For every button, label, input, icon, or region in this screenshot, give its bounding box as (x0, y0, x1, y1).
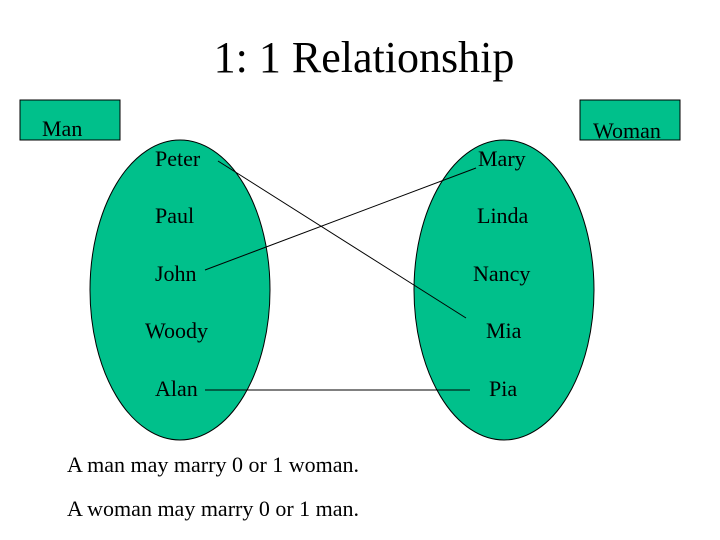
woman-name: Pia (489, 376, 517, 401)
relationship-lines (204, 160, 477, 391)
man-name: Paul (155, 203, 194, 228)
woman-label: Woman (593, 118, 661, 143)
man-name: Woody (145, 318, 208, 343)
man-name: Peter (155, 146, 201, 171)
woman-name: Linda (477, 203, 529, 228)
man-set-ellipse (89, 139, 271, 441)
man-label: Man (42, 116, 82, 141)
woman-name: Nancy (473, 261, 530, 286)
woman-name: Mia (486, 318, 522, 343)
man-name: Alan (155, 376, 198, 401)
man-label-box (19, 99, 121, 141)
rule-note: A man may marry 0 or 1 woman. (67, 452, 359, 477)
woman-label-box (579, 99, 681, 141)
man-name: John (155, 261, 197, 286)
relationship-line (204, 167, 477, 271)
page-title: 1: 1 Relationship (214, 33, 515, 82)
woman-name: Mary (478, 146, 526, 171)
woman-set-ellipse (413, 139, 595, 441)
rule-note: A woman may marry 0 or 1 man. (67, 496, 359, 521)
relationship-line (217, 160, 467, 319)
